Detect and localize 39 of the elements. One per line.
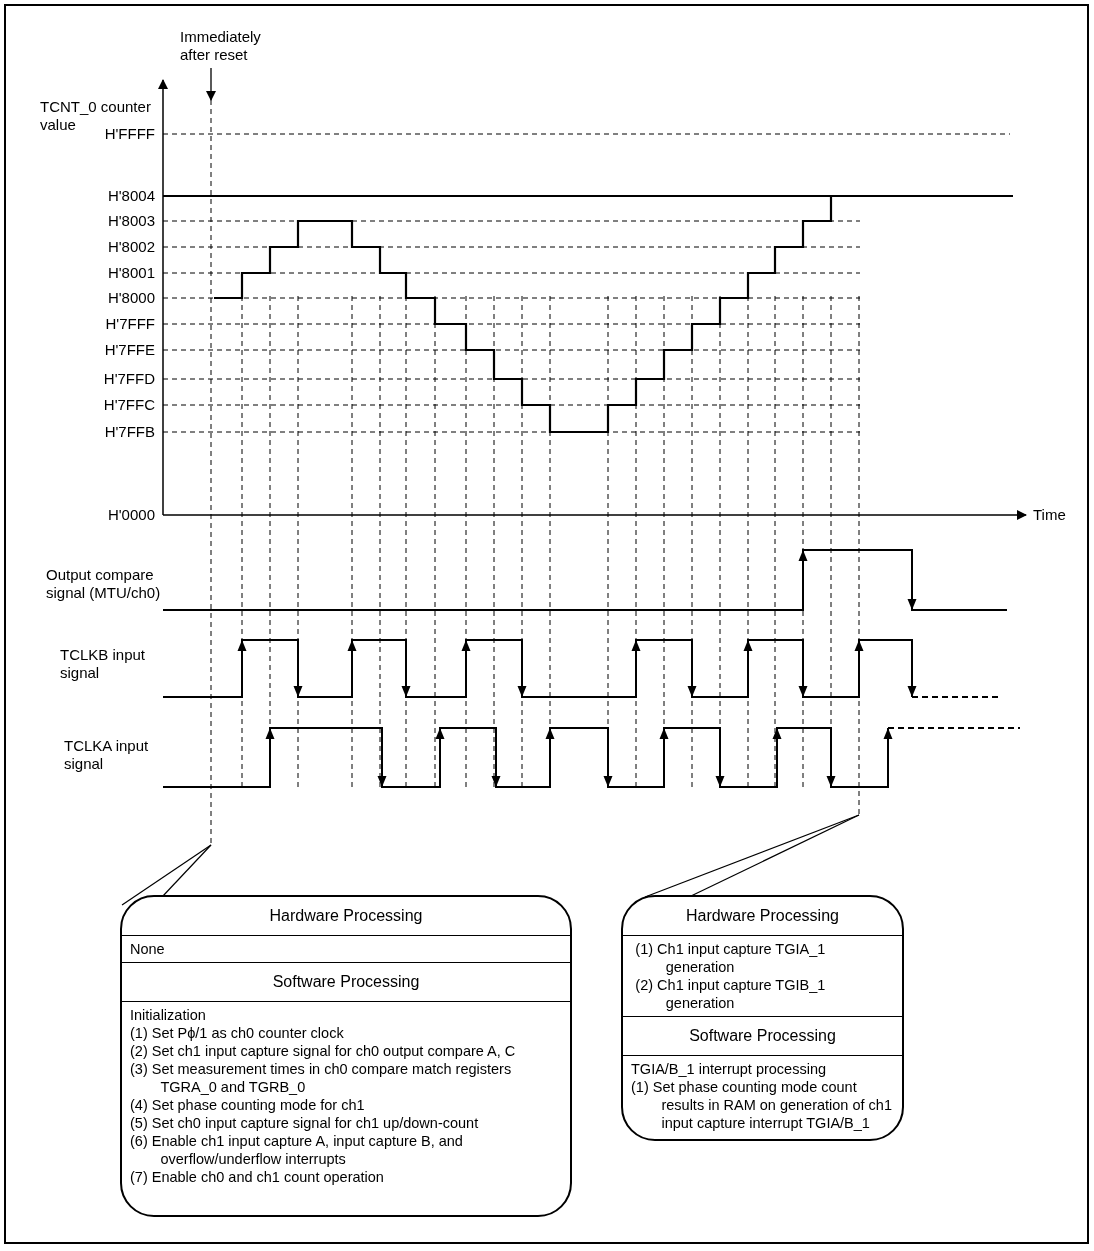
annotation-text: Immediately after reset (180, 28, 262, 64)
processing-callout-box (120, 895, 572, 1217)
section-heading: Hardware Processing (268, 906, 424, 926)
list-item: (5) Set ch0 input capture signal for ch1 up/down-count (130, 1114, 480, 1132)
tick-label: H'8001 (106, 264, 155, 282)
list-item: (7) Enable ch0 and ch1 count operation (130, 1168, 385, 1186)
list-item: (6) Enable ch1 input capture A, input capture B, and overflow/underflow interrupts (130, 1132, 464, 1168)
list-item: (3) Set measurement times in ch0 compare match registers TGRA_0 and TGRB_0 (130, 1060, 513, 1096)
signal-name: TCLKB input signal (60, 646, 147, 682)
item-heading: TGIA/B_1 interrupt processing (631, 1060, 828, 1078)
signal-name: Output compare signal (MTU/ch0) (46, 566, 162, 602)
section-heading: Software Processing (271, 972, 421, 992)
leader-line (161, 844, 212, 898)
list-item: (1) Set phase counting mode count results in RAM on generation of ch1 input capture interrupt TGIA/B_1 (631, 1078, 893, 1132)
section-heading: Hardware Processing (685, 906, 840, 926)
list-item: (2) Set ch1 input capture signal for ch0 output compare A, C (130, 1042, 517, 1060)
tick-label: H'8003 (106, 212, 155, 230)
processing-callout-box (621, 895, 904, 1141)
tick-label: H'0000 (106, 506, 155, 524)
axis-title: Time (1033, 506, 1067, 524)
tick-label: H'7FFD (102, 370, 155, 388)
tick-label: H'8002 (106, 238, 155, 256)
item-heading: Initialization (130, 1006, 207, 1024)
leader-line (121, 844, 212, 906)
section-heading: Software Processing (688, 1026, 837, 1046)
list-item: (2) Ch1 input capture TGIB_1 generation (634, 976, 827, 1012)
signal-name: TCLKA input signal (64, 737, 150, 773)
leader-line (690, 814, 860, 897)
list-item: (1) Ch1 input capture TGIA_1 generation (634, 940, 827, 976)
tick-label: H'7FFB (103, 423, 155, 441)
tick-label: H'8004 (106, 187, 155, 205)
item-heading: None (130, 940, 166, 958)
tick-label: H'8000 (106, 289, 155, 307)
list-item: (1) Set Pϕ/1 as ch0 counter clock (130, 1024, 345, 1042)
list-item: (4) Set phase counting mode for ch1 (130, 1096, 366, 1114)
tick-label: H'7FFC (102, 396, 155, 414)
tick-label: H'FFFF (103, 125, 155, 143)
tick-label: H'7FFF (104, 315, 155, 333)
tick-label: H'7FFE (103, 341, 155, 359)
